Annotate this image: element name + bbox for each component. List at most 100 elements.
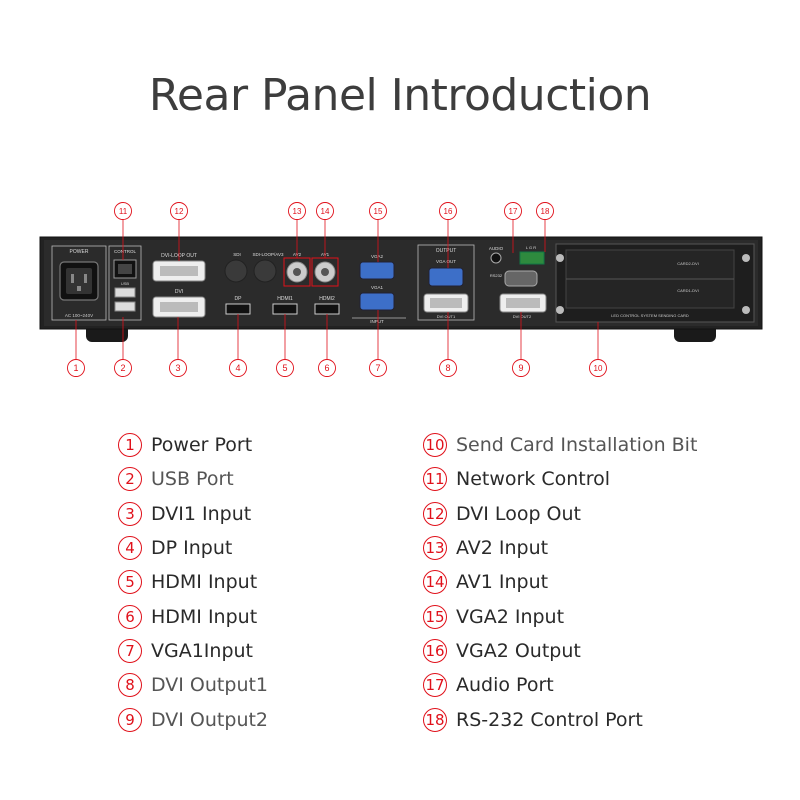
hdmi2-input-port[interactable] [314, 303, 340, 315]
callout-number-12: 12 [175, 207, 184, 216]
callout-circle-7 [369, 359, 387, 377]
dvi-loop-out-pins [160, 266, 198, 276]
callout-number-11: 11 [119, 207, 128, 216]
screw-bottom-right [742, 306, 750, 314]
av1-input-center [321, 268, 329, 276]
control-section-label: CONTROL [114, 249, 136, 254]
callout-circle-2 [114, 359, 132, 377]
callout-circle-4 [229, 359, 247, 377]
lgr-label: L G R [526, 245, 536, 250]
legend-label-6: HDMI Input [151, 605, 258, 628]
callout-circle-16 [439, 202, 457, 220]
callout-number-10: 10 [594, 364, 603, 373]
send-card-caption: LED CONTROL SYSTEM SENDING CARD [611, 313, 689, 318]
sdi-loop-label: SDI-LOOP/AV3 [253, 252, 284, 257]
hdmi1-label: HDMI1 [277, 296, 293, 302]
legend-number-12: 12 [423, 501, 447, 526]
screw-bottom-left [556, 306, 564, 314]
callout-number-13: 13 [293, 207, 302, 216]
legend-label-11: Network Control [456, 468, 611, 491]
legend-number-9: 9 [118, 707, 142, 732]
vga-out-label: VGA OUT [436, 259, 456, 264]
rear-panel-diagram: POWER AC 100~240V CONTROL USB DVI-LOOP O… [39, 202, 763, 377]
page-title: Rear Panel Introduction [148, 70, 652, 121]
card1-label: CARD1-DVI [677, 288, 699, 293]
rs232-control-port[interactable] [504, 270, 538, 287]
vga2-label: VGA2 [371, 254, 384, 259]
usb-port-top[interactable] [114, 287, 136, 298]
legend-number-7: 7 [118, 638, 142, 663]
callout-circle-3 [169, 359, 187, 377]
callout-circle-18 [536, 202, 554, 220]
legend-label-2: USB Port [151, 468, 234, 491]
audio-port[interactable] [490, 252, 502, 264]
legend-number-4: 4 [118, 536, 142, 561]
dp-input-port[interactable] [225, 303, 251, 315]
ac-label: AC 100~240V [65, 313, 93, 318]
usb-port-bottom[interactable] [114, 301, 136, 312]
dvi-output1-pins [430, 298, 462, 308]
vga1-input-port[interactable] [359, 292, 395, 311]
callout-circle-14 [316, 202, 334, 220]
vga2-input-port[interactable] [359, 261, 395, 280]
callout-number-17: 17 [509, 207, 518, 216]
legend-number-3: 3 [118, 501, 142, 526]
screw-top-right [742, 254, 750, 262]
legend-label-17: Audio Port [456, 674, 554, 697]
audio-label: AUDIO [489, 246, 504, 251]
callout-circle-17 [504, 202, 522, 220]
callout-circle-11 [114, 202, 132, 220]
power-pin-left [71, 274, 74, 283]
callout-circle-5 [276, 359, 294, 377]
legend-label-3: DVI1 Input [151, 502, 252, 525]
sdi-blank-plug-1 [224, 259, 248, 283]
output-section-frame [417, 244, 475, 321]
legend-label-1: Power Port [151, 434, 253, 457]
network-port-jack [118, 264, 132, 274]
legend-number-10: 10 [423, 433, 447, 458]
dvi-out2-label: DVI OUT2 [513, 314, 532, 319]
legend-item-9: 9 DVI Output2 [118, 702, 268, 736]
callout-circle-12 [170, 202, 188, 220]
callout-circle-1 [67, 359, 85, 377]
legend-label-13: AV2 Input [456, 537, 549, 560]
legend-label-16: VGA2 Output [456, 639, 581, 662]
input-section-label: INPUT [370, 319, 384, 324]
legend-label-9: DVI Output2 [151, 708, 269, 731]
callout-circle-9 [512, 359, 530, 377]
legend-item-3: 3 DVI1 Input [118, 497, 268, 531]
legend-label-7: VGA1Input [151, 639, 254, 662]
power-section-label: POWER [70, 249, 89, 255]
legend-label-14: AV1 Input [456, 571, 549, 594]
dp-label: DP [235, 296, 243, 302]
legend-number-13: 13 [423, 536, 447, 561]
hdmi1-input-port[interactable] [272, 303, 298, 315]
callout-number-2: 2 [120, 363, 125, 373]
callout-circle-15 [369, 202, 387, 220]
legend-number-5: 5 [118, 570, 142, 595]
vga2-output-port[interactable] [428, 267, 464, 287]
screw-top-left [556, 254, 564, 262]
callout-number-5: 5 [282, 363, 287, 373]
legend-item-13: 13 AV2 Input [423, 531, 697, 565]
callout-number-8: 8 [445, 363, 450, 373]
callout-circle-8 [439, 359, 457, 377]
vga1-label: VGA1 [371, 285, 384, 290]
legend-label-5: HDMI Input [151, 571, 258, 594]
sdi-blank-plug-2 [253, 259, 277, 283]
callout-number-16: 16 [444, 207, 453, 216]
rs232-terminal-block[interactable] [519, 251, 545, 265]
